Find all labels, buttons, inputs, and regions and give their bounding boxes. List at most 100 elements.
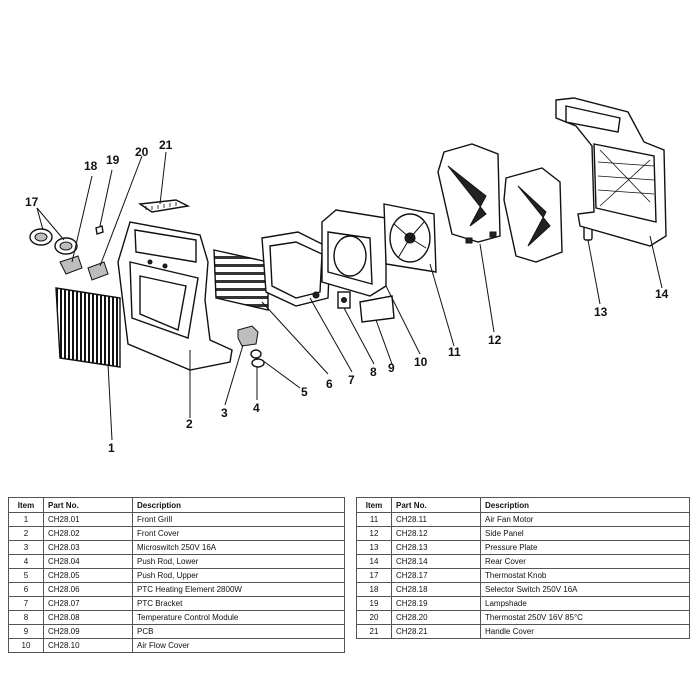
description-cell: Rear Cover bbox=[480, 554, 690, 569]
callout-18: 18 bbox=[84, 159, 98, 173]
item-cell: 1 bbox=[8, 512, 44, 527]
item-cell: 5 bbox=[8, 568, 44, 583]
item-cell: 18 bbox=[356, 582, 392, 597]
part-no-cell: CH28.13 bbox=[391, 540, 481, 555]
description-cell: PTC Heating Element 2800W bbox=[132, 582, 345, 597]
item-cell: 19 bbox=[356, 596, 392, 611]
item-cell: 2 bbox=[8, 526, 44, 541]
callout-6: 6 bbox=[326, 377, 333, 391]
table-header-row: Item Part No. Description bbox=[356, 497, 690, 513]
air-fan-motor-drawing bbox=[383, 203, 437, 273]
part-no-cell: CH28.01 bbox=[43, 512, 133, 527]
front-grill-drawing bbox=[55, 287, 121, 368]
description-cell: Push Rod, Lower bbox=[132, 554, 345, 569]
part-no-cell: CH28.20 bbox=[391, 610, 481, 625]
description-cell: Pressure Plate bbox=[480, 540, 690, 555]
description-cell: Lampshade bbox=[480, 596, 690, 611]
description-cell: PTC Bracket bbox=[132, 596, 345, 611]
callout-3: 3 bbox=[221, 406, 228, 420]
header-description: Description bbox=[132, 497, 345, 513]
callout-14: 14 bbox=[655, 287, 669, 301]
part-no-cell: CH28.17 bbox=[391, 568, 481, 583]
ptc-heating-element-drawing bbox=[213, 249, 269, 311]
part-no-cell: CH28.21 bbox=[391, 624, 481, 639]
item-cell: 21 bbox=[356, 624, 392, 639]
callout-11: 11 bbox=[448, 345, 461, 359]
header-part-no: Part No. bbox=[43, 497, 133, 513]
callout-10: 10 bbox=[414, 355, 428, 369]
part-no-cell: CH28.05 bbox=[43, 568, 133, 583]
exploded-view-diagram: 1 2 3 4 5 6 7 8 9 10 11 12 13 14 17 18 1… bbox=[25, 97, 669, 455]
description-cell: Handle Cover bbox=[480, 624, 690, 639]
rear-cover-drawing bbox=[555, 97, 667, 247]
callout-19: 19 bbox=[106, 153, 120, 167]
table-header-row: Item Part No. Description bbox=[8, 497, 345, 513]
item-cell: 12 bbox=[356, 526, 392, 541]
callout-1: 1 bbox=[108, 441, 115, 455]
description-cell: Push Rod, Upper bbox=[132, 568, 345, 583]
item-cell: 13 bbox=[356, 540, 392, 555]
description-cell: Thermostat 250V 16V 85°C bbox=[480, 610, 690, 625]
description-cell: Air Flow Cover bbox=[132, 638, 345, 653]
callout-13: 13 bbox=[594, 305, 608, 319]
callout-12: 12 bbox=[488, 333, 502, 347]
description-cell: Thermostat Knob bbox=[480, 568, 690, 583]
header-part-no: Part No. bbox=[391, 497, 481, 513]
side-panel-second-drawing bbox=[503, 167, 563, 263]
part-no-cell: CH28.18 bbox=[391, 582, 481, 597]
part-no-cell: CH28.02 bbox=[43, 526, 133, 541]
microswitch-drawing bbox=[237, 325, 259, 347]
item-cell: 3 bbox=[8, 540, 44, 555]
item-cell: 14 bbox=[356, 554, 392, 569]
description-cell: Temperature Control Module bbox=[132, 610, 345, 625]
description-cell: PCB bbox=[132, 624, 345, 639]
part-no-cell: CH28.03 bbox=[43, 540, 133, 555]
temperature-module-drawing bbox=[337, 291, 351, 309]
description-cell: Side Panel bbox=[480, 526, 690, 541]
callout-17: 17 bbox=[25, 195, 39, 209]
part-no-cell: CH28.04 bbox=[43, 554, 133, 569]
callout-labels: 1 2 3 4 5 6 7 8 9 10 11 12 13 14 17 18 1… bbox=[25, 138, 669, 455]
callout-5: 5 bbox=[301, 385, 308, 399]
part-no-cell: CH28.11 bbox=[391, 512, 481, 527]
part-no-cell: CH28.12 bbox=[391, 526, 481, 541]
item-cell: 10 bbox=[8, 638, 44, 653]
part-no-cell: CH28.10 bbox=[43, 638, 133, 653]
item-cell: 7 bbox=[8, 596, 44, 611]
header-item: Item bbox=[8, 497, 44, 513]
part-no-cell: CH28.07 bbox=[43, 596, 133, 611]
part-no-cell: CH28.08 bbox=[43, 610, 133, 625]
leader-lines bbox=[36, 151, 663, 441]
callout-4: 4 bbox=[253, 401, 260, 415]
item-cell: 17 bbox=[356, 568, 392, 583]
side-panel-drawing bbox=[437, 143, 501, 244]
description-cell: Air Fan Motor bbox=[480, 512, 690, 527]
description-cell: Front Grill bbox=[132, 512, 345, 527]
description-cell: Microswitch 250V 16A bbox=[132, 540, 345, 555]
item-cell: 20 bbox=[356, 610, 392, 625]
callout-9: 9 bbox=[388, 361, 395, 375]
description-cell: Front Cover bbox=[132, 526, 345, 541]
header-description: Description bbox=[480, 497, 690, 513]
item-cell: 6 bbox=[8, 582, 44, 597]
part-no-cell: CH28.14 bbox=[391, 554, 481, 569]
